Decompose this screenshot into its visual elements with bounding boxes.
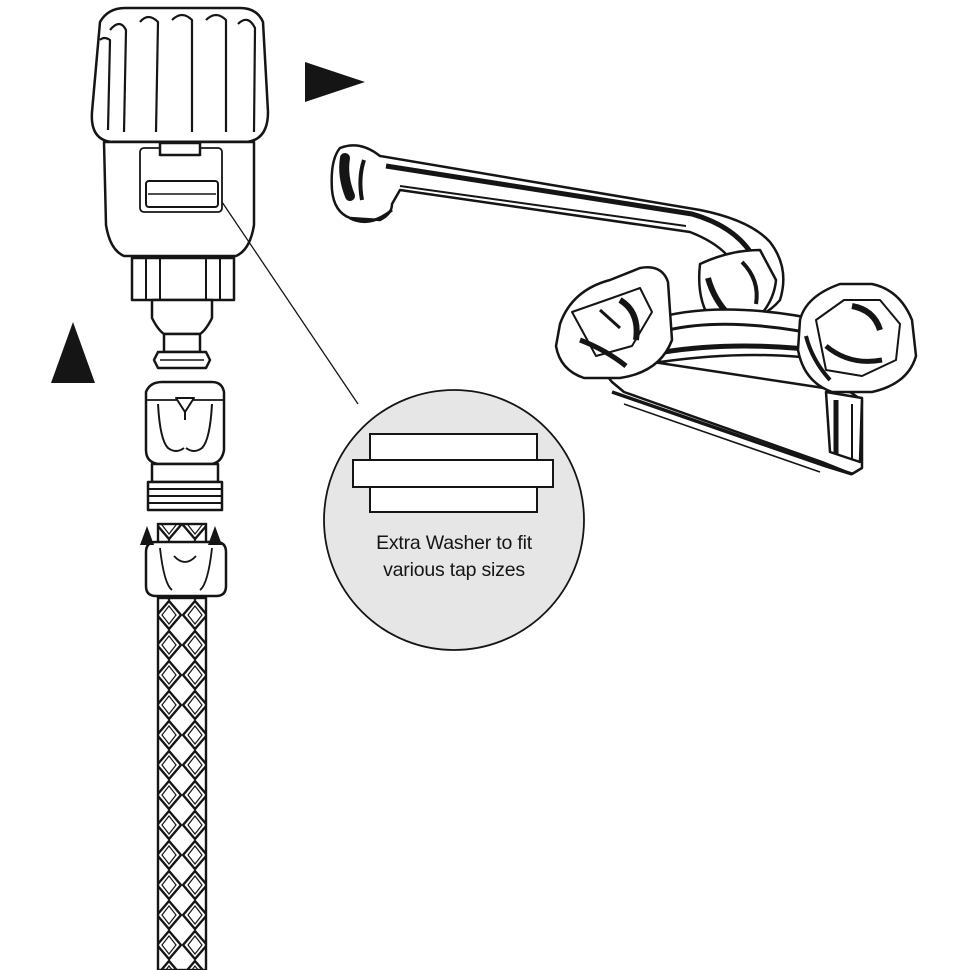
tap-connector — [90, 6, 270, 370]
triangle-up-icon — [51, 322, 95, 383]
triangle-up-icon — [208, 526, 222, 545]
callout-line-2: various tap sizes — [383, 559, 525, 581]
cap-ridges — [99, 13, 257, 133]
triangle-up-icon — [140, 526, 154, 545]
triangle-right-icon — [305, 62, 365, 102]
braided-hose — [144, 522, 228, 970]
hose-connector — [144, 380, 226, 512]
tap-connector-cap — [90, 6, 270, 144]
hose-nut — [144, 540, 228, 598]
washer-callout — [323, 389, 585, 651]
tap-base-plate — [602, 358, 864, 476]
callout-leader-line — [221, 201, 359, 405]
hose-connector-body — [144, 380, 226, 466]
callout-line-1: Extra Washer to fit — [376, 532, 532, 554]
mixer-tap — [330, 144, 918, 476]
washer-callout-label: Extra Washer to fit various tap sizes — [322, 530, 586, 584]
tap-connector-collar — [130, 256, 236, 302]
